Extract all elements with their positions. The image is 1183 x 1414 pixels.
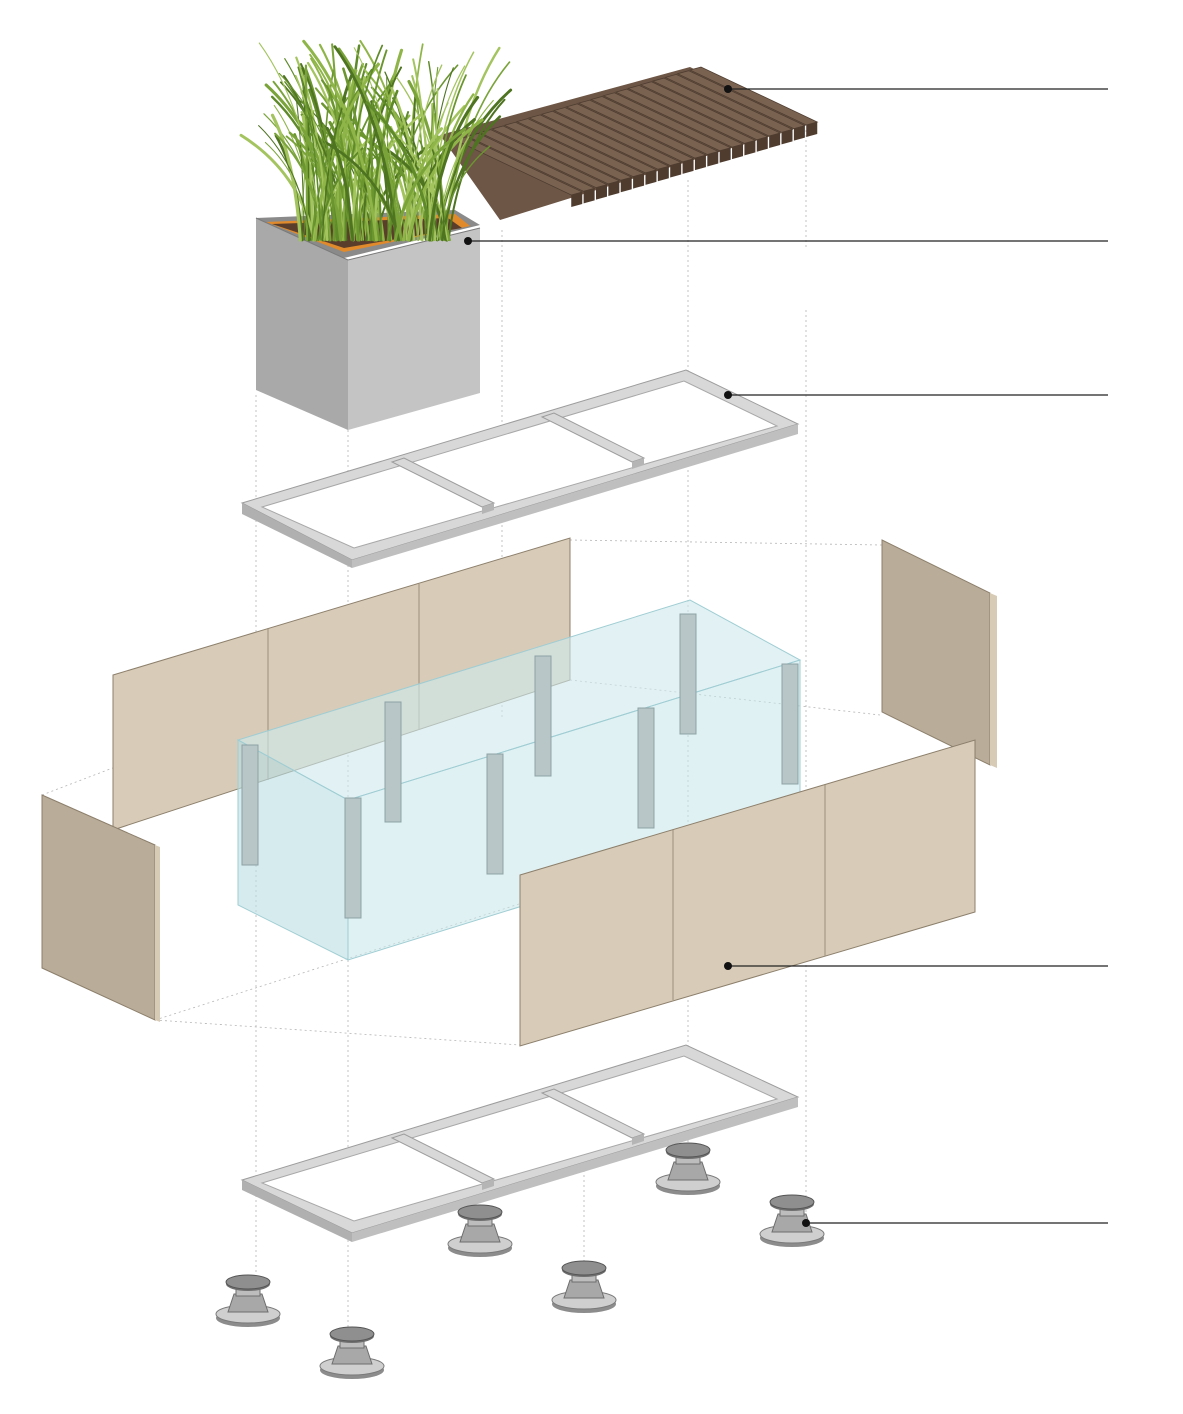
slat (490, 125, 621, 196)
slat (552, 107, 683, 178)
side-cladding-panels (112, 537, 997, 831)
slat (503, 121, 633, 193)
slat (627, 84, 757, 156)
slat (453, 136, 584, 207)
slat (565, 103, 695, 174)
slat (639, 81, 769, 152)
pedestal-foot (215, 1274, 281, 1327)
bench-slats (440, 66, 819, 220)
slat (515, 118, 646, 189)
slat (688, 66, 819, 137)
bottom-frame (240, 1044, 800, 1242)
slat (676, 70, 807, 141)
cross-member (390, 457, 496, 514)
slat (577, 99, 708, 171)
slat (614, 88, 745, 160)
cross-member (540, 412, 646, 469)
slat (664, 73, 794, 145)
slat (528, 114, 658, 185)
pedestal-foot (759, 1194, 825, 1247)
pedestal-foot (447, 1204, 513, 1257)
planter-box (239, 39, 513, 430)
pedestal-foot (551, 1260, 617, 1313)
pedestal-feet (215, 1142, 825, 1379)
top-frame (240, 369, 800, 568)
slat (651, 77, 782, 149)
inner-volume-with-posts (236, 599, 802, 961)
slat (540, 110, 670, 182)
cross-member (540, 1088, 646, 1145)
pedestal-foot (655, 1142, 721, 1195)
cross-member (390, 1133, 496, 1190)
slat (589, 96, 720, 167)
front-cladding-panels (41, 739, 976, 1047)
callouts (464, 85, 1108, 1227)
slat (602, 92, 732, 163)
grass-plant (239, 39, 513, 242)
pedestal-foot (319, 1326, 385, 1379)
